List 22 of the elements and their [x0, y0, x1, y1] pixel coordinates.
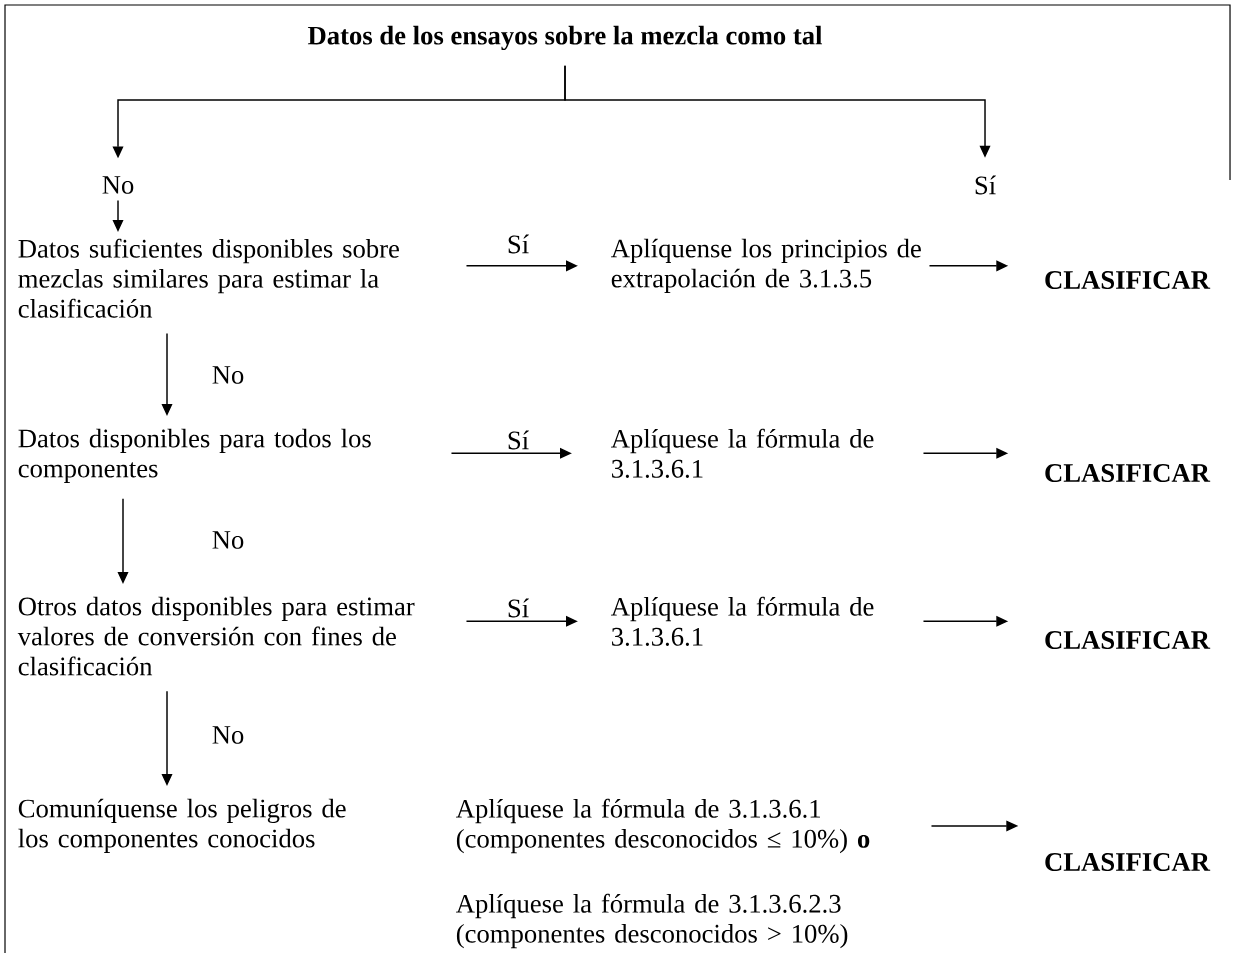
branch-text: No	[102, 176, 134, 194]
edge-label: Sí	[505, 429, 531, 451]
step-text: Datos disponibles para todos los componentes	[18, 428, 371, 483]
step-text: Otros datos disponibles para estimar valores de conversión con fines de clasificación	[17, 596, 415, 676]
heading-text: Datos de los ensayos sobre la mezcla como tal	[307, 25, 822, 51]
step-text: Aplíquese la fórmula de 3.1.3.6.1	[611, 428, 874, 478]
result-text: CLASIFICAR	[1045, 271, 1211, 289]
edge-label: Sí	[505, 597, 531, 619]
edge-label: No	[210, 529, 246, 551]
step-text: Aplíquese la fórmula de 3.1.3.6.2.3 (componentes desconocidos > 10%)	[456, 893, 848, 949]
result-text: CLASIFICAR	[1045, 464, 1211, 482]
result-text: CLASIFICAR	[1045, 631, 1211, 649]
step-text: Aplíquese la fórmula de 3.1.3.6.1 (componentes desconocidos ≤ 10%) o	[456, 798, 870, 854]
step-text: Datos suficientes disponibles sobre mezclas similares para estimar la clasificación	[18, 238, 399, 318]
edge-label: No	[210, 724, 246, 746]
result-text: CLASIFICAR	[1045, 853, 1211, 871]
step-text: Aplíquese la fórmula de 3.1.3.6.1	[611, 596, 874, 646]
step-text: Comuníquense los peligros de los componentes conocidos	[18, 798, 346, 853]
edge-label: No	[210, 364, 246, 386]
step-text: Aplíquense los principios de extrapolación de 3.1.3.5	[611, 238, 921, 293]
branch-text: Sí	[975, 175, 996, 195]
edge-label: Sí	[505, 233, 531, 255]
